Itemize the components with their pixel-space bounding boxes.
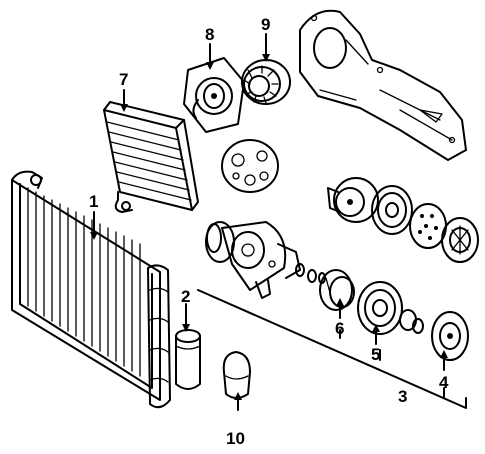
- clutch-upper-row: [327, 177, 479, 263]
- blower-motor: [183, 57, 245, 133]
- kit-bracket: [197, 289, 467, 409]
- evaporator-core: [103, 101, 199, 213]
- leader-lines: [93, 33, 445, 411]
- callout-9: 9: [261, 15, 270, 34]
- arrowheads: [90, 54, 448, 400]
- blower-wheel: [241, 59, 291, 105]
- callout-4: 4: [439, 373, 449, 392]
- clutch-lower-row: [319, 269, 469, 361]
- callout-10: 10: [226, 429, 245, 448]
- receiver-drier: [175, 329, 201, 390]
- callout-6: 6: [335, 319, 344, 338]
- accumulator: [222, 351, 251, 399]
- compressor-body: [205, 221, 301, 299]
- o-ring: [206, 223, 222, 253]
- callout-3: 3: [398, 387, 407, 406]
- callout-2: 2: [181, 287, 190, 306]
- callout-1: 1: [89, 192, 98, 211]
- callout-8: 8: [205, 25, 214, 44]
- callout-5: 5: [371, 345, 380, 364]
- condenser: [11, 170, 171, 409]
- callout-7: 7: [119, 70, 128, 89]
- compressor-rear-head: [221, 139, 279, 193]
- blower-case: [299, 9, 467, 161]
